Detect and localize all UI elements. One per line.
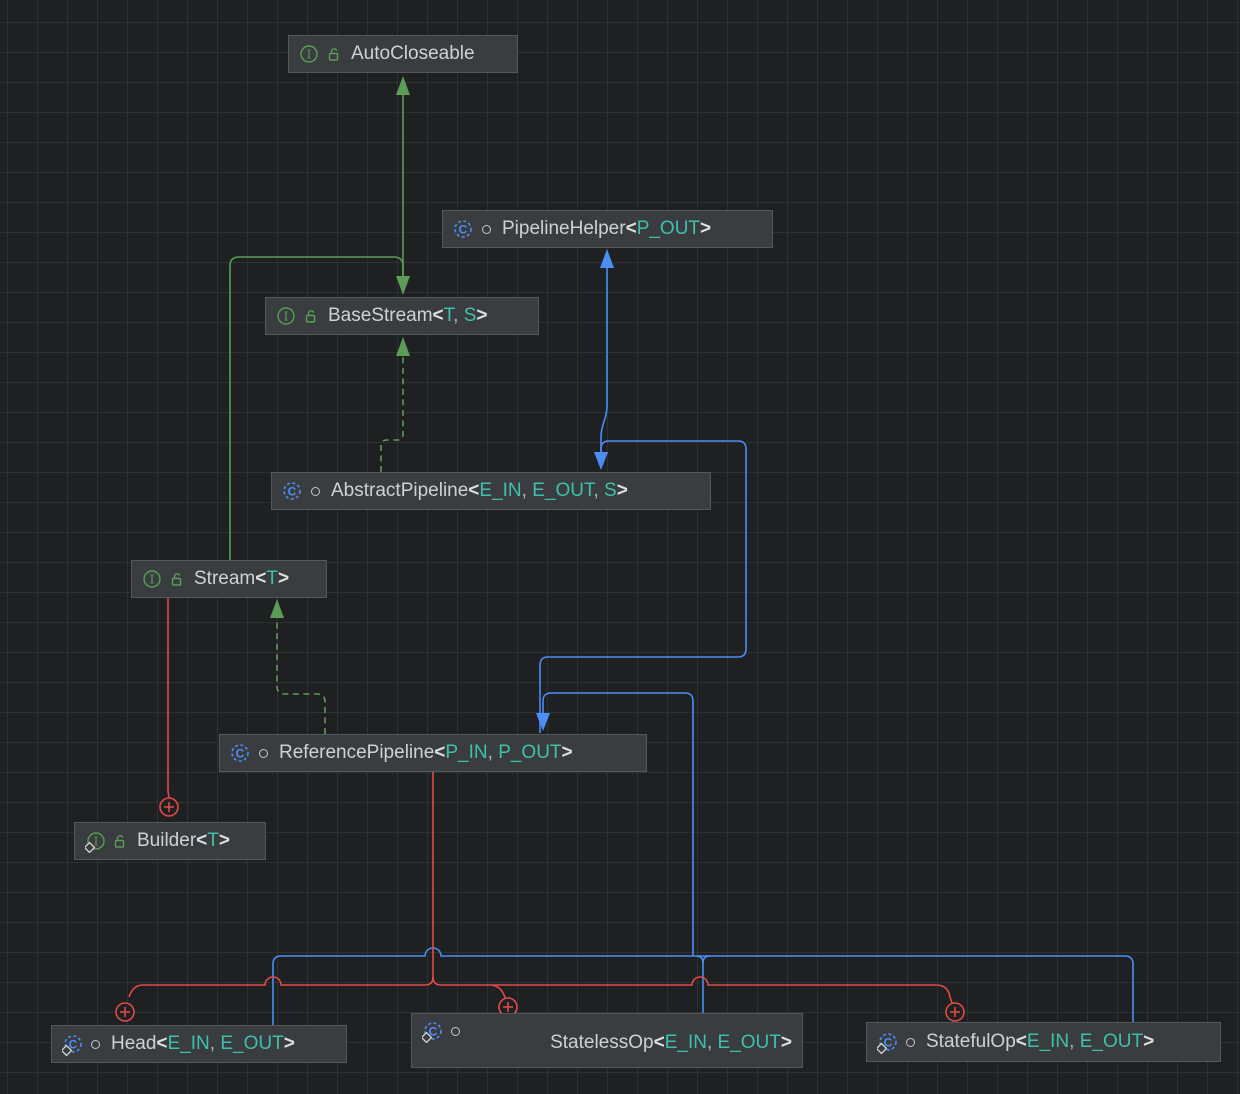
type-params: <T> xyxy=(196,830,230,851)
node-autocloseable[interactable]: I AutoCloseable xyxy=(288,35,518,73)
abstract-class-icon: C xyxy=(282,481,302,501)
package-private-icon xyxy=(906,1037,915,1047)
node-statefulop[interactable]: C StatefulOp<E_IN, E_OUT> xyxy=(866,1022,1221,1062)
node-abstractpipeline[interactable]: C AbstractPipeline<E_IN, E_OUT, S> xyxy=(271,472,711,510)
interface-icon: I xyxy=(299,44,319,64)
edge-referencepipeline-extends-abstractpipeline[interactable] xyxy=(539,440,747,733)
svg-text:C: C xyxy=(69,1038,78,1052)
edge-basestream-extends-autocloseable[interactable] xyxy=(396,76,410,279)
node-statelessop[interactable]: C StatelessOp<E_IN, E_OUT> xyxy=(411,1013,803,1068)
open-lock-icon xyxy=(328,47,340,61)
svg-text:I: I xyxy=(307,48,312,62)
package-private-icon xyxy=(259,748,268,758)
open-lock-icon xyxy=(305,309,317,323)
edge-stream-inner-builder[interactable] xyxy=(159,598,179,817)
svg-text:I: I xyxy=(284,310,289,324)
node-label: Stream<T> xyxy=(194,568,290,589)
edge-referencepipeline-inner-classes[interactable] xyxy=(115,772,965,1022)
svg-text:C: C xyxy=(288,485,297,499)
open-lock-icon xyxy=(114,834,126,848)
type-params: <T> xyxy=(255,568,290,589)
node-label: PipelineHelper<P_OUT> xyxy=(502,218,712,239)
svg-text:I: I xyxy=(94,835,99,849)
package-private-icon xyxy=(311,486,320,496)
type-params: <P_OUT> xyxy=(625,218,712,239)
interface-icon: I xyxy=(142,569,162,589)
static-class-icon: C xyxy=(60,1034,82,1057)
svg-text:C: C xyxy=(236,747,245,761)
type-params: <T, S> xyxy=(432,305,488,326)
edge-abstractpipeline-implements-basestream[interactable] xyxy=(380,337,410,472)
interface-icon: I xyxy=(276,306,296,326)
static-class-icon: C xyxy=(420,1021,442,1044)
type-params: <E_IN, E_OUT> xyxy=(1015,1031,1155,1052)
svg-text:C: C xyxy=(884,1036,893,1050)
type-params: <E_IN, E_OUT> xyxy=(156,1033,295,1054)
type-params: <E_IN, E_OUT, S> xyxy=(468,480,628,501)
node-label: AbstractPipeline<E_IN, E_OUT, S> xyxy=(331,480,628,501)
node-pipelinehelper[interactable]: C PipelineHelper<P_OUT> xyxy=(442,210,773,248)
node-label: Builder<T> xyxy=(137,830,230,851)
open-lock-icon xyxy=(171,572,183,586)
type-params: <E_IN, E_OUT> xyxy=(653,1031,792,1053)
package-private-icon xyxy=(451,1027,460,1036)
abstract-class-icon: C xyxy=(230,743,250,763)
node-referencepipeline[interactable]: C ReferencePipeline<P_IN, P_OUT> xyxy=(219,734,647,772)
node-head[interactable]: C Head<E_IN, E_OUT> xyxy=(51,1025,347,1063)
package-private-icon xyxy=(91,1039,100,1049)
type-params: <P_IN, P_OUT> xyxy=(434,742,573,763)
static-interface-icon: I xyxy=(83,831,105,854)
edge-stream-extends-basestream[interactable] xyxy=(229,256,410,560)
node-label: StatelessOp<E_IN, E_OUT> xyxy=(550,1031,792,1053)
package-private-icon xyxy=(482,224,491,234)
static-class-icon: C xyxy=(875,1032,897,1055)
edge-referencepipeline-implements-stream[interactable] xyxy=(270,599,326,734)
svg-text:C: C xyxy=(429,1025,438,1039)
node-basestream[interactable]: I BaseStream<T, S> xyxy=(265,297,539,335)
node-label: BaseStream<T, S> xyxy=(328,305,488,326)
edge-abstractpipeline-extends-pipelinehelper[interactable] xyxy=(600,249,614,455)
node-label: Head<E_IN, E_OUT> xyxy=(111,1033,295,1054)
svg-text:I: I xyxy=(150,573,155,587)
abstract-class-icon: C xyxy=(453,219,473,239)
node-label: AutoCloseable xyxy=(351,43,475,64)
node-label: StatefulOp<E_IN, E_OUT> xyxy=(926,1031,1155,1052)
node-builder[interactable]: I Builder<T> xyxy=(74,822,266,860)
node-stream[interactable]: I Stream<T> xyxy=(131,560,327,598)
node-label: ReferencePipeline<P_IN, P_OUT> xyxy=(279,742,573,763)
svg-text:C: C xyxy=(459,223,468,237)
